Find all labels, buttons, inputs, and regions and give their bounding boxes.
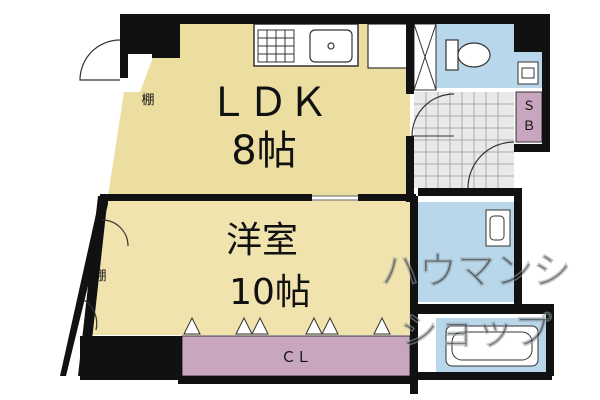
western-room-floor <box>92 200 412 335</box>
bathtub-icon <box>445 325 539 367</box>
walls <box>50 14 554 394</box>
western-room-name: 洋室 <box>226 220 298 261</box>
sb-label-1: ＳＢ <box>522 99 535 134</box>
closet <box>181 335 411 377</box>
ldk-name: ＬＤＫ <box>208 80 328 126</box>
washroom-door <box>467 141 515 189</box>
ldk-floor <box>108 24 410 196</box>
svg-text:ショップ: ショップ <box>400 309 552 353</box>
room-door <box>411 93 455 137</box>
storage-sb <box>515 91 543 143</box>
watermark: ハウマンシ ショップ <box>380 248 572 354</box>
entrance-tiles <box>414 92 514 188</box>
ldk-size: 8帖 <box>231 128 296 174</box>
sink-icon <box>309 29 353 63</box>
washbasin-icon <box>517 61 539 85</box>
vanity-icon <box>485 209 511 247</box>
closet-folding-doors <box>183 316 391 335</box>
fridge-space <box>367 23 409 69</box>
shelf-label-bottom: 棚 <box>93 269 106 284</box>
closet-door-top <box>101 219 129 247</box>
stove-icon <box>257 29 295 63</box>
toilet-icon <box>445 39 491 71</box>
closet-door-bottom <box>83 299 98 331</box>
closet-label: ＣＬ <box>281 348 311 366</box>
svg-text:ハウマンシ: ハウマンシ <box>381 249 571 293</box>
entrance-door <box>79 39 121 81</box>
shelf-label-top: 棚 <box>141 93 154 108</box>
western-room-size: 10帖 <box>229 272 311 313</box>
